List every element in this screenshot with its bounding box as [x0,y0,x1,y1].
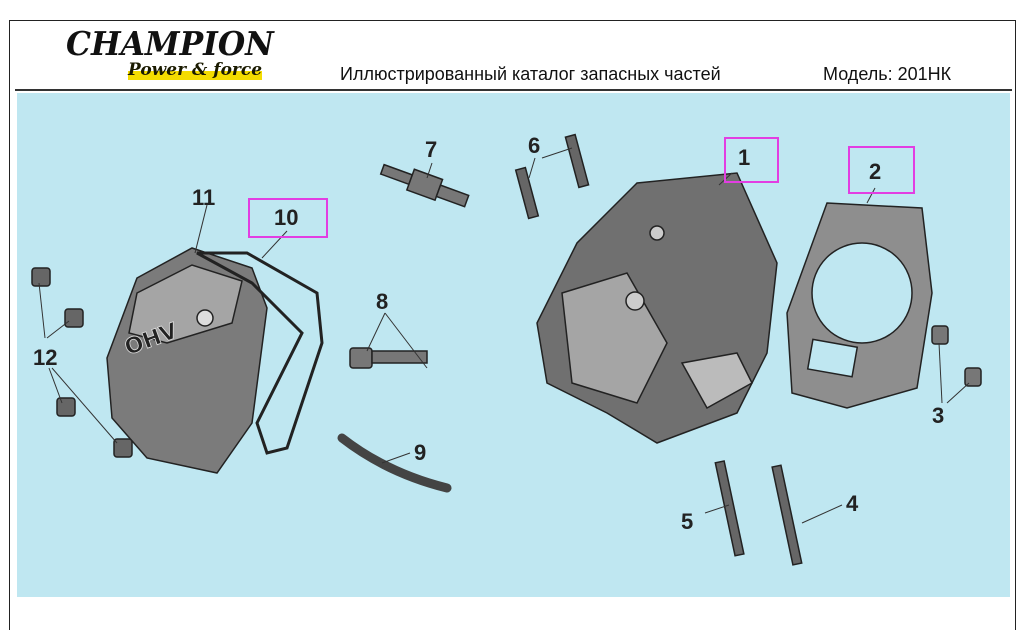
highlight-callout-2 [848,146,915,194]
leader-lines [38,147,970,524]
valve-cover-gasket-part[interactable] [196,251,324,455]
callout-6: 6 [528,133,541,158]
studs-part[interactable] [514,133,590,220]
page-frame [9,20,1016,630]
dowel-pins-part[interactable] [931,325,982,387]
cylinder-head-part[interactable] [536,172,778,444]
champion-logo: CHAMPION Power & force [66,24,285,80]
model-label: Модель: 201НК [823,64,952,84]
callout-5: 5 [681,509,694,534]
logo-tagline: Power & force [128,60,263,80]
long-stud-part-4[interactable] [771,464,803,566]
exploded-parts-diagram: OHV [17,93,1010,597]
parts-illustration: OHV [31,133,982,566]
callout-4: 4 [846,491,859,516]
callout-8: 8 [376,289,389,314]
highlight-callout-1 [724,137,779,183]
callout-12: 12 [33,345,58,370]
callout-11: 11 [192,185,216,210]
callout-9: 9 [414,440,427,465]
catalog-title: Иллюстрированный каталог запасных частей [340,64,721,84]
long-stud-part-5[interactable] [714,460,745,557]
callout-1: 1 [738,145,751,170]
cylinder-head-bolt-part[interactable] [349,347,428,369]
logo-brand: CHAMPION [66,24,274,63]
callout-10: 10 [274,205,299,230]
breather-tube-part[interactable] [337,433,452,493]
highlight-callout-10 [248,198,328,238]
callout-2: 2 [869,159,882,184]
valve-cover-part[interactable]: OHV [106,247,268,474]
callout-3: 3 [932,403,945,428]
cylinder-head-gasket-part[interactable] [786,202,933,409]
callout-7: 7 [425,137,438,162]
header-divider [15,89,1012,91]
spark-plug-part[interactable] [379,159,471,210]
